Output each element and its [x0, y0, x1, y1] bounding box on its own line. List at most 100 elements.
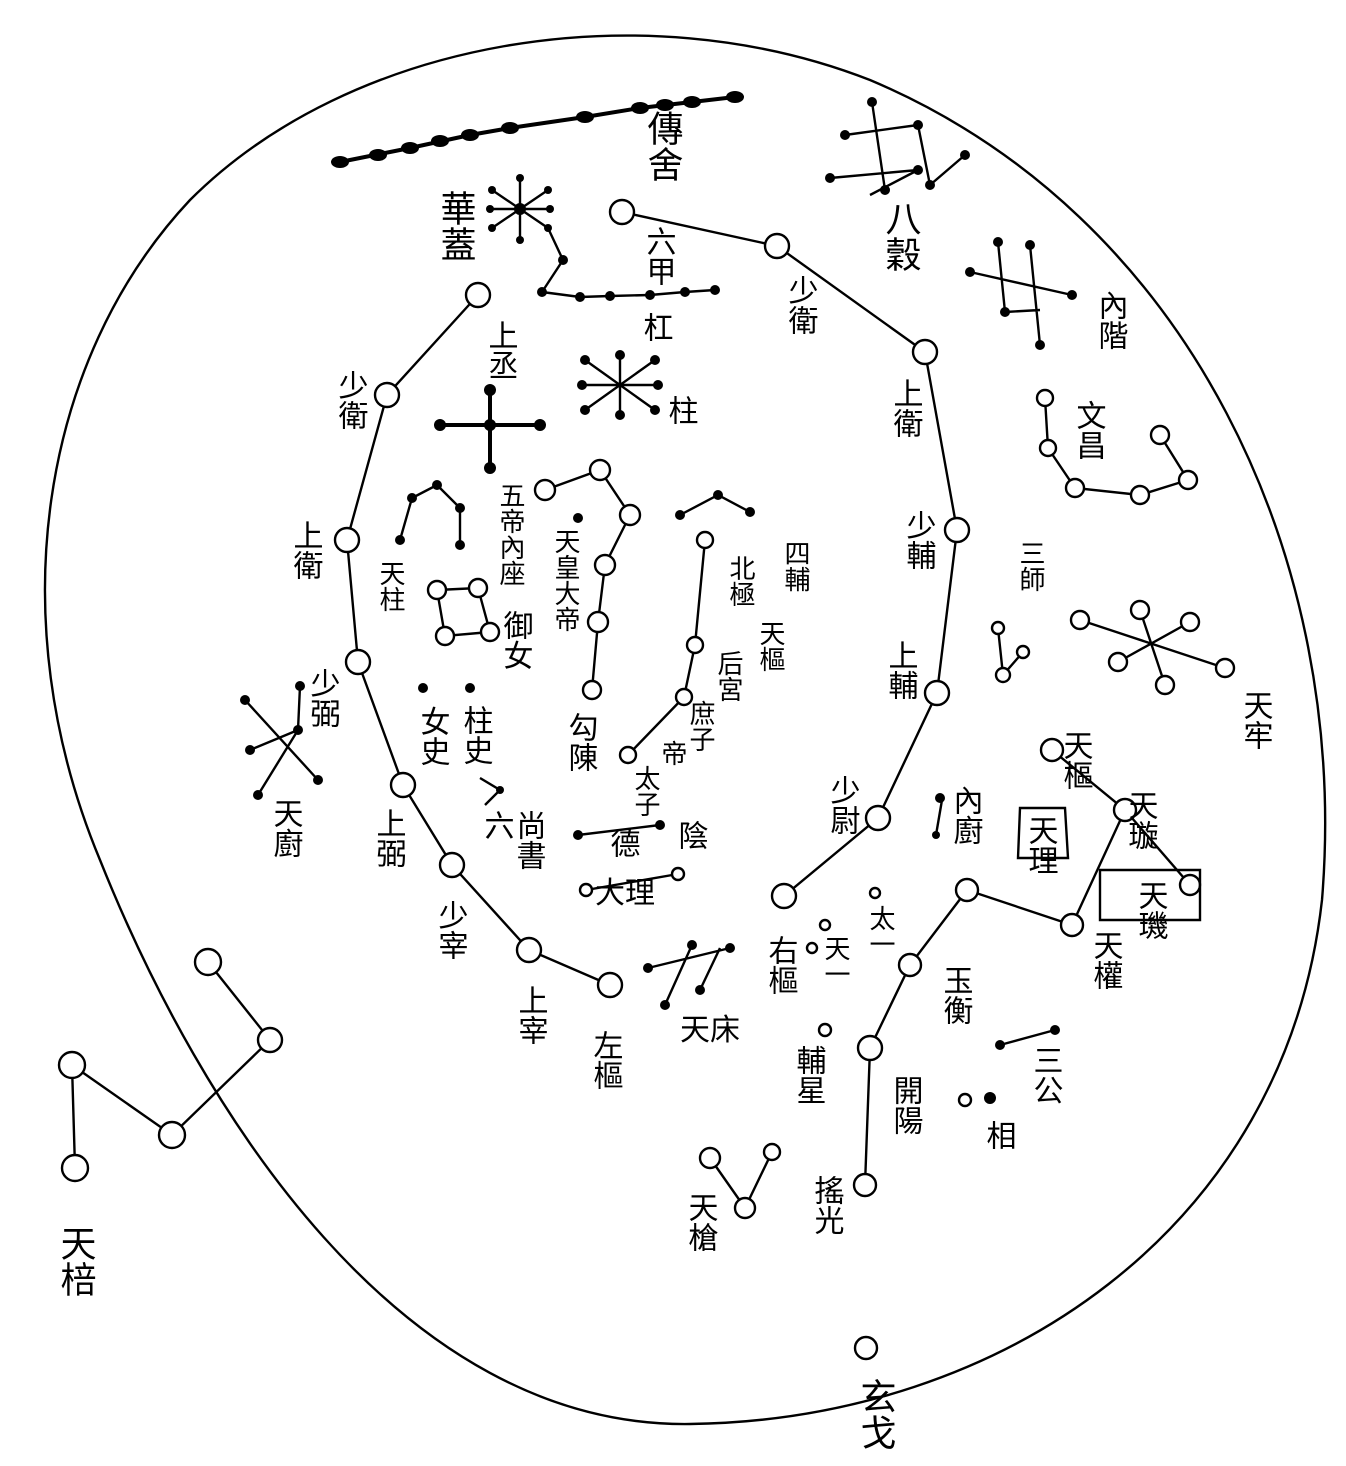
label-tianchu: 天廚: [268, 798, 304, 858]
label-zhushi: 柱史: [458, 705, 493, 765]
label-yunv: 御女: [498, 610, 534, 670]
huagai-bar: [331, 91, 744, 168]
neijie-constellation: [965, 237, 1077, 350]
label-shaofu-r: 少輔: [901, 510, 937, 570]
star: [923, 679, 951, 707]
label-chuanshe: 傳舍: [642, 110, 684, 182]
label-shaozai-l: 少宰: [433, 900, 469, 960]
label-tianshu2: 天樞: [1058, 730, 1094, 790]
star: [608, 198, 636, 226]
label-shaowei-r: 少衛: [783, 275, 819, 335]
tianlao-constellation: [1069, 599, 1236, 696]
label-neichu: 內廚: [948, 785, 984, 845]
sangong-constellation: [984, 1025, 1060, 1104]
taiyi-tianyi: [805, 886, 882, 1038]
label-housong: 后宮: [713, 650, 743, 702]
label-shaobi-l: 少弼: [305, 668, 341, 728]
star: [344, 648, 372, 676]
tianchuang-constellation: [643, 940, 735, 1010]
label-tianpei: 天棓: [55, 1225, 96, 1297]
label-huagai: 華蓋: [435, 190, 476, 262]
star: [911, 338, 939, 366]
star: [333, 526, 361, 554]
liujia-cross: [434, 384, 546, 474]
label-shangshu: 尚書: [511, 810, 546, 870]
label-shangzai-l: 上宰: [513, 985, 548, 1045]
label-youshu: 右樞: [763, 935, 799, 995]
inner-wall-left: [345, 294, 611, 987]
star: [763, 232, 791, 260]
label-wenchang: 文昌: [1071, 400, 1106, 460]
label-tianlao: 天牢: [1238, 690, 1273, 750]
label-gang: 杠: [638, 312, 673, 342]
zhushi-constellation: [479, 776, 504, 806]
sanshi-constellation: [990, 620, 1031, 684]
star: [864, 804, 892, 832]
label-sifu: 四輔: [780, 540, 810, 592]
huagai-asterisk: [486, 174, 554, 244]
label-tianyi: 天一: [820, 935, 850, 987]
label-taizi: 太子: [630, 765, 660, 817]
label-yin: 陰: [673, 820, 708, 850]
label-dedi: 德: [605, 828, 641, 858]
label-shangwei-r: 上衛: [888, 378, 924, 438]
single-stars: [418, 513, 945, 803]
label-shangbi-l: 上弼: [371, 808, 406, 868]
zhu-asterisk: [577, 350, 663, 420]
star: [464, 281, 492, 309]
xuange-star: [853, 1335, 879, 1361]
label-shangcheng-l: 上丞: [483, 320, 518, 380]
beiji-constellation: [618, 490, 755, 765]
label-taiyi: 太一: [865, 905, 895, 957]
tianzhu-constellation: [395, 480, 465, 550]
label-shaowei-l: 少衛: [333, 370, 369, 430]
label-tianji: 天璣: [1133, 880, 1168, 940]
label-xiang: 相: [981, 1120, 1017, 1150]
yinde-constellation: [573, 820, 686, 898]
label-shangwei-l: 上衛: [288, 520, 324, 580]
star: [438, 851, 466, 879]
bagu-constellation: [825, 97, 970, 197]
label-dizi: 帝: [657, 740, 687, 766]
tianli-box: [1016, 806, 1202, 922]
label-wudi: 五帝內座: [495, 482, 525, 586]
label-yaoguang: 搖光: [809, 1175, 845, 1235]
labels: 華蓋 傳舍 六甲 杠 柱 八穀 內階 文昌 三師 天牢 上丞 少衛 上衛 少弼 …: [55, 110, 1273, 1450]
label-shaowei-r2: 少尉: [825, 775, 861, 835]
label-fuxing: 輔星: [791, 1045, 826, 1105]
tianpei-constellation: [57, 947, 284, 1183]
label-sanshi: 三師: [1015, 540, 1045, 592]
label-beiji: 北極: [725, 555, 755, 607]
gouchen-constellation: [533, 458, 642, 701]
label-nushi: 女史: [415, 706, 450, 766]
label-yuheng: 玉衡: [938, 965, 974, 1025]
label-gouchen: 勾陳: [563, 712, 598, 772]
label-zuoshu: 左樞: [588, 1030, 624, 1090]
star: [373, 381, 401, 409]
star: [770, 882, 798, 910]
label-tianhuang: 天皇大帝: [550, 528, 580, 632]
label-xuange: 玄戈: [855, 1378, 896, 1450]
neichu-constellation: [932, 799, 944, 839]
tianchu-constellation: [240, 681, 323, 800]
label-shuzi: 庶子: [685, 700, 715, 752]
star: [596, 971, 624, 999]
outer-circle: [43, 34, 1327, 1426]
wall-stars: [333, 198, 971, 999]
label-tianxuan: 天璇: [1123, 790, 1159, 850]
label-tianchuang: 天床: [680, 1013, 740, 1048]
label-tianqiang: 天槍: [683, 1192, 719, 1252]
label-shangfu-r: 上輔: [883, 640, 918, 700]
label-liu: 六: [479, 810, 514, 840]
label-zhu: 柱: [663, 395, 698, 425]
label-tianshu: 天樞: [755, 620, 785, 672]
label-dali: 大理: [595, 876, 655, 911]
gang-line: [537, 227, 720, 302]
yunv-constellation: [426, 577, 501, 647]
label-neijie: 內階: [1093, 290, 1128, 350]
label-kaiyang: 開陽: [888, 1075, 923, 1135]
wenchang-constellation: [1035, 388, 1199, 506]
label-tianquan: 天權: [1088, 930, 1124, 990]
tianqiang-constellation: [698, 1142, 782, 1220]
